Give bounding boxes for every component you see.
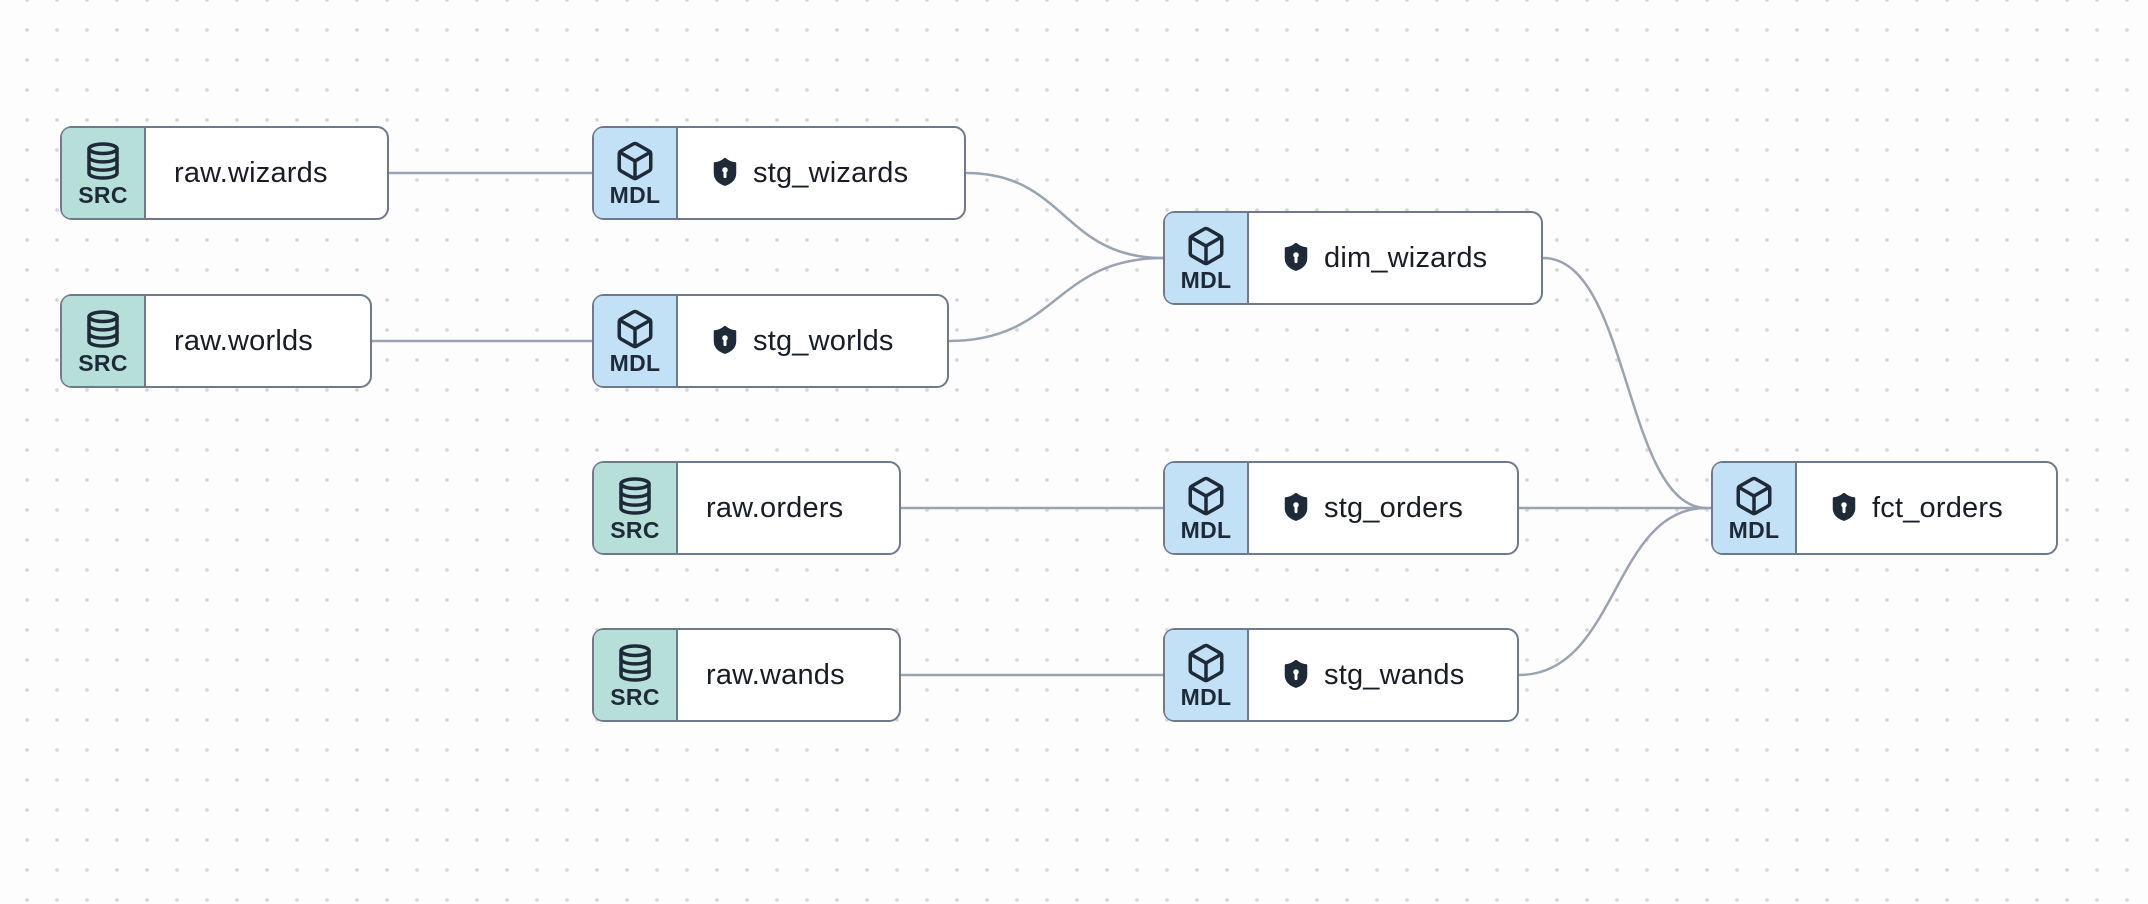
shield-icon [710, 157, 740, 190]
node-body: stg_wands [1249, 630, 1517, 720]
node-body: fct_orders [1797, 463, 2056, 553]
database-icon [82, 308, 124, 350]
shield-icon [710, 325, 740, 358]
node-type-badge: MDL [1713, 463, 1797, 553]
node-name-label: stg_orders [1324, 491, 1464, 524]
node-type-badge: SRC [594, 463, 678, 553]
cube-icon [1185, 475, 1227, 517]
node-name-label: stg_wands [1324, 658, 1465, 691]
node-stg_worlds[interactable]: MDL stg_worlds [592, 294, 949, 388]
node-body: dim_wizards [1249, 213, 1541, 303]
node-type-label: SRC [78, 349, 128, 376]
node-type-label: MDL [1180, 516, 1232, 543]
node-stg_orders[interactable]: MDL stg_orders [1163, 461, 1519, 555]
node-body: stg_wizards [678, 128, 964, 218]
cube-icon [1733, 475, 1775, 517]
node-type-label: MDL [1728, 516, 1780, 543]
node-name-label: raw.worlds [174, 324, 313, 357]
node-name-label: stg_worlds [753, 324, 894, 357]
node-body: stg_worlds [678, 296, 947, 386]
edge-dim_wizards-to-fct_orders[interactable] [1541, 256, 1708, 510]
node-name-label: dim_wizards [1324, 241, 1488, 274]
node-type-badge: MDL [1165, 630, 1249, 720]
node-name-label: fct_orders [1872, 491, 2003, 524]
node-raw.wands[interactable]: SRC raw.wands [592, 628, 901, 722]
node-type-label: MDL [1180, 266, 1232, 293]
node-type-badge: MDL [594, 128, 678, 218]
cube-icon [614, 140, 656, 182]
shield-icon [1281, 242, 1311, 275]
node-raw.worlds[interactable]: SRC raw.worlds [60, 294, 372, 388]
node-body: raw.orders [678, 463, 899, 553]
node-name-label: stg_wizards [753, 156, 909, 189]
database-icon [82, 140, 124, 182]
database-icon [614, 642, 656, 684]
node-type-label: SRC [610, 683, 660, 710]
cube-icon [1185, 642, 1227, 684]
shield-icon [1829, 492, 1859, 525]
node-type-label: SRC [610, 516, 660, 543]
node-name-label: raw.orders [706, 491, 844, 524]
shield-icon [1281, 492, 1311, 525]
node-body: raw.wands [678, 630, 899, 720]
node-type-badge: MDL [1165, 463, 1249, 553]
node-type-label: MDL [609, 349, 661, 376]
edge-stg_wands-to-fct_orders[interactable] [1517, 506, 1708, 677]
node-body: raw.worlds [146, 296, 370, 386]
node-body: stg_orders [1249, 463, 1517, 553]
node-name-label: raw.wizards [174, 156, 328, 189]
node-type-badge: SRC [62, 296, 146, 386]
node-stg_wizards[interactable]: MDL stg_wizards [592, 126, 966, 220]
cube-icon [1185, 225, 1227, 267]
node-name-label: raw.wands [706, 658, 845, 691]
node-type-badge: SRC [594, 630, 678, 720]
edge-stg_wizards-to-dim_wizards[interactable] [964, 171, 1165, 260]
node-fct_orders[interactable]: MDL fct_orders [1711, 461, 2058, 555]
node-type-badge: SRC [62, 128, 146, 218]
database-icon [614, 475, 656, 517]
node-raw.wizards[interactable]: SRC raw.wizards [60, 126, 389, 220]
node-body: raw.wizards [146, 128, 387, 218]
shield-icon [1281, 659, 1311, 692]
node-type-label: MDL [609, 181, 661, 208]
node-type-label: SRC [78, 181, 128, 208]
node-raw.orders[interactable]: SRC raw.orders [592, 461, 901, 555]
node-type-badge: MDL [1165, 213, 1249, 303]
cube-icon [614, 308, 656, 350]
node-type-label: MDL [1180, 683, 1232, 710]
node-stg_wands[interactable]: MDL stg_wands [1163, 628, 1519, 722]
node-type-badge: MDL [594, 296, 678, 386]
edge-stg_worlds-to-dim_wizards[interactable] [947, 256, 1165, 343]
node-dim_wizards[interactable]: MDL dim_wizards [1163, 211, 1543, 305]
